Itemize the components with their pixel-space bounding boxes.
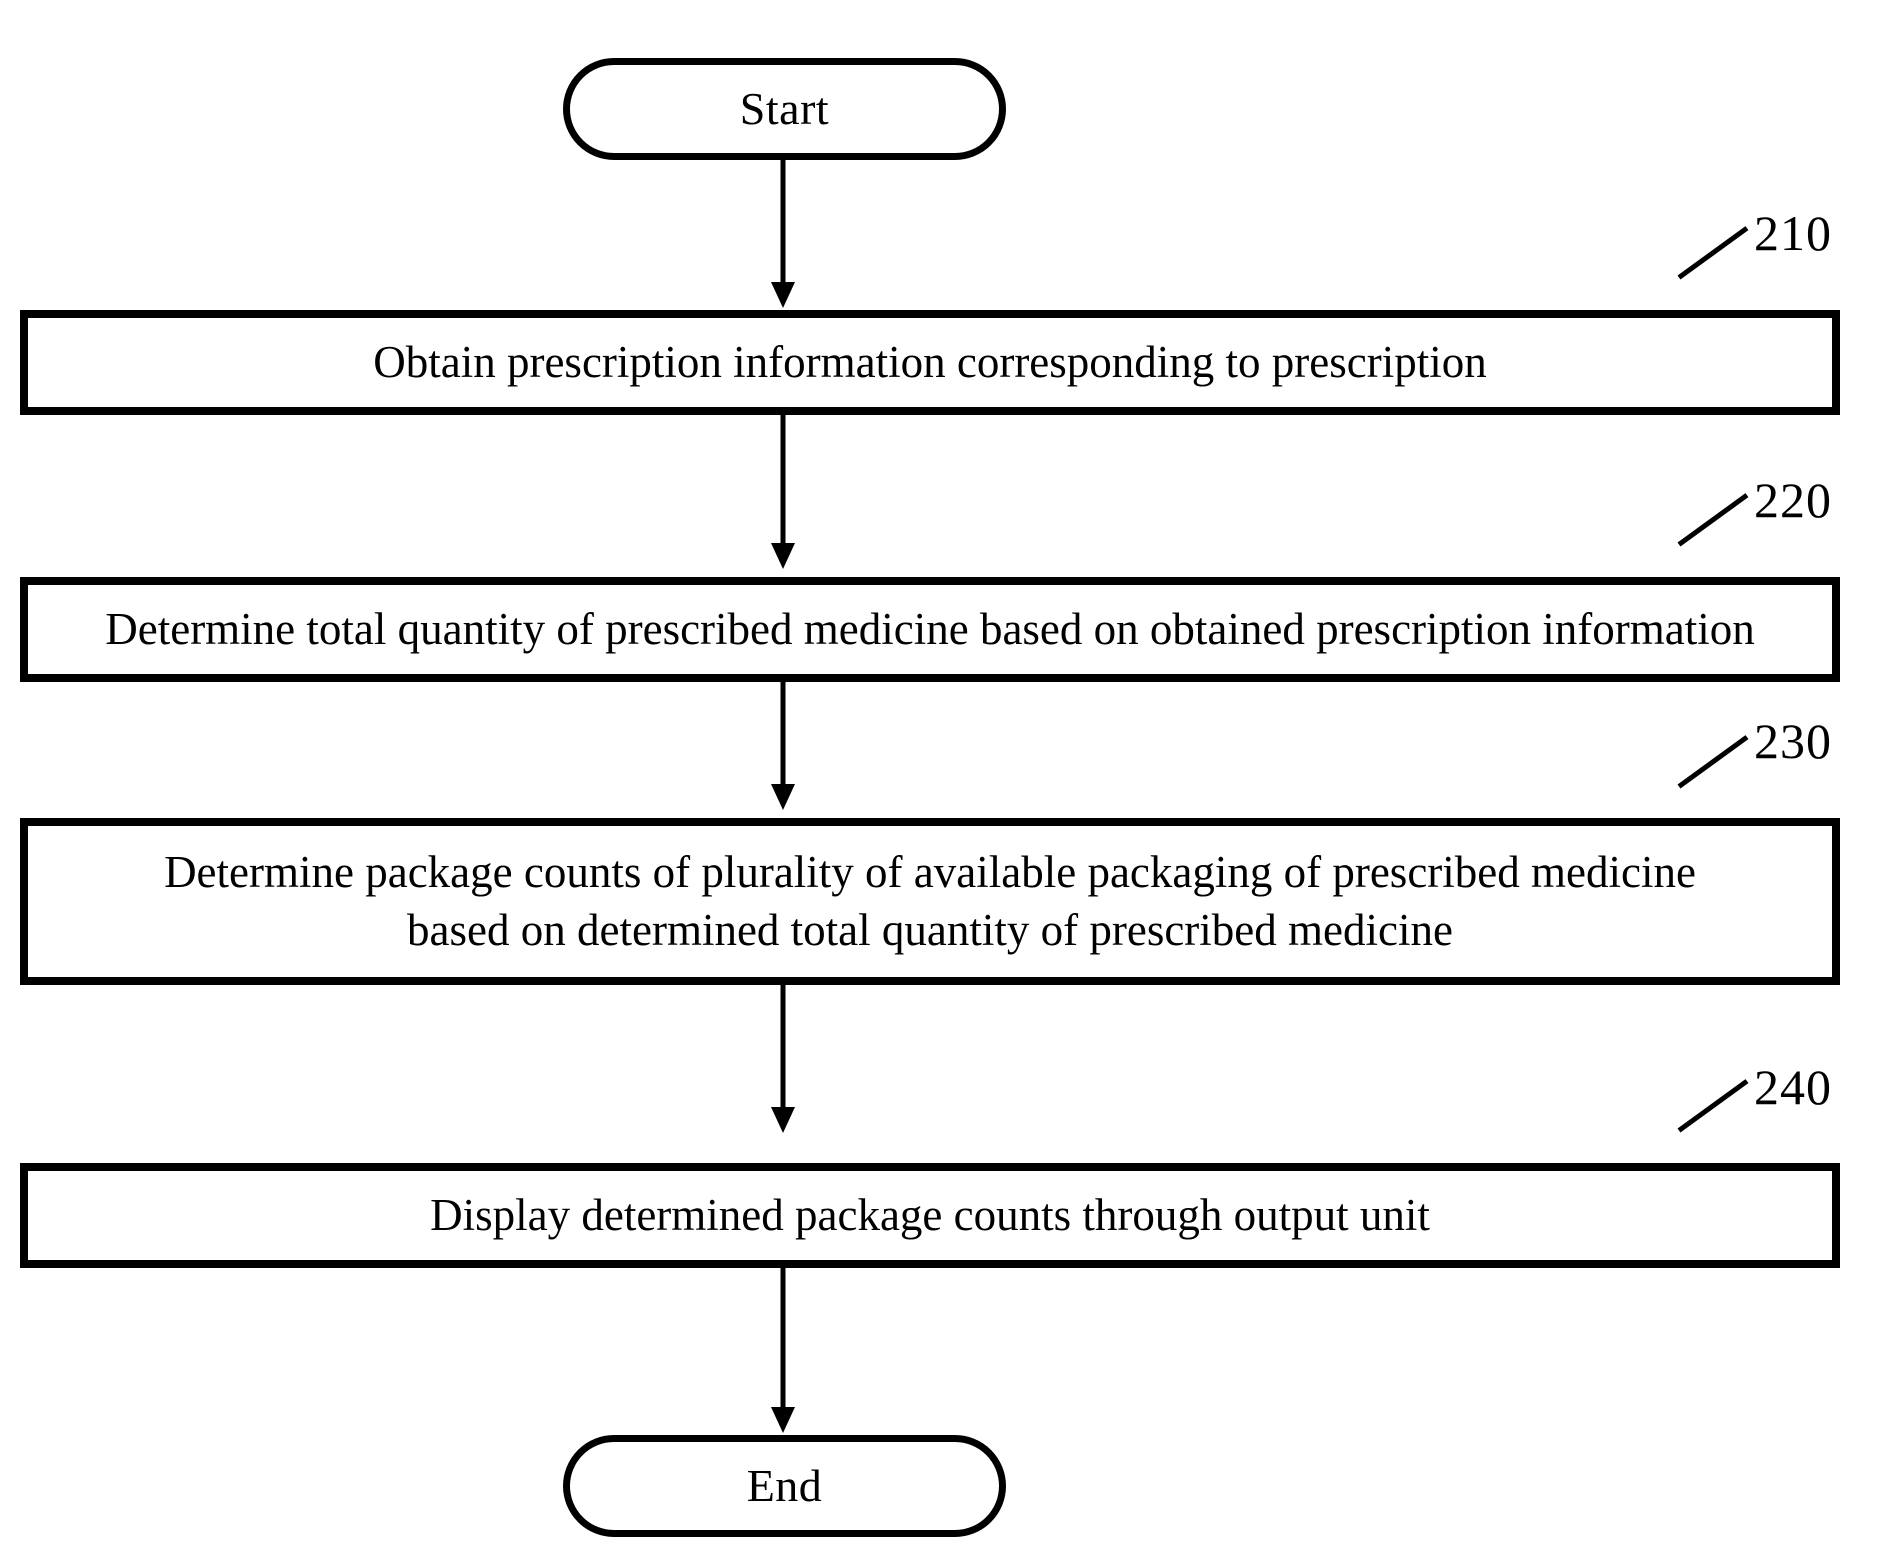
edge-stem — [780, 160, 786, 286]
edge-stem — [780, 415, 786, 547]
node-step240-text: Display determined package counts throug… — [430, 1189, 1430, 1240]
node-step210: Obtain prescription information correspo… — [20, 310, 1840, 415]
node-step220: Determine total quantity of prescribed m… — [20, 577, 1840, 682]
edge-stem — [780, 985, 786, 1111]
arrowhead-icon — [771, 1407, 795, 1433]
node-end-label: End — [746, 1460, 823, 1511]
node-end: End — [563, 1435, 1006, 1537]
edge-stem — [780, 1268, 786, 1411]
leader-line-220 — [1677, 493, 1749, 547]
edge-stem — [780, 682, 786, 788]
node-step240: Display determined package counts throug… — [20, 1163, 1840, 1268]
leader-line-210 — [1677, 226, 1749, 280]
node-step230-line1: Determine package counts of plurality of… — [164, 846, 1696, 897]
node-step230-line2: based on determined total quantity of pr… — [407, 904, 1453, 955]
node-step210-text: Obtain prescription information correspo… — [373, 336, 1487, 387]
node-step230: Determine package counts of plurality of… — [20, 818, 1840, 985]
node-start-label: Start — [739, 83, 830, 134]
node-step220-text: Determine total quantity of prescribed m… — [105, 603, 1755, 654]
ref-number-210: 210 — [1754, 205, 1832, 261]
ref-number-220: 220 — [1754, 472, 1832, 528]
ref-number-240: 240 — [1754, 1059, 1832, 1115]
arrowhead-icon — [771, 784, 795, 810]
arrowhead-icon — [771, 543, 795, 569]
arrowhead-icon — [771, 1107, 795, 1133]
node-step230-text: Determine package counts of plurality of… — [42, 844, 1818, 959]
leader-line-240 — [1677, 1079, 1749, 1133]
node-start: Start — [563, 58, 1006, 160]
arrowhead-icon — [771, 282, 795, 308]
ref-number-230: 230 — [1754, 713, 1832, 769]
leader-line-230 — [1677, 735, 1749, 789]
